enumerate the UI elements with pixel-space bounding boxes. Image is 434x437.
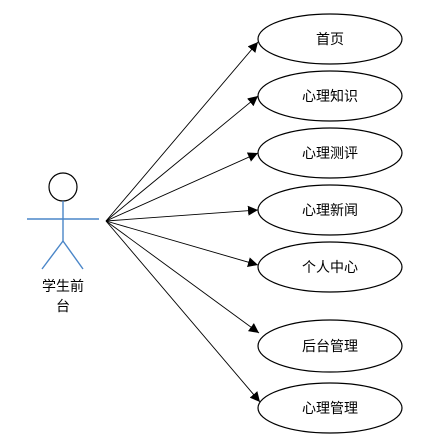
- association-line: [105, 220, 260, 334]
- actor-left-leg: [41, 240, 64, 270]
- use-case: 心理知识: [257, 70, 403, 122]
- actor-right-leg: [62, 240, 84, 270]
- use-case-label: 首页: [316, 32, 344, 48]
- association-line: [105, 205, 259, 222]
- association-line: [105, 95, 259, 222]
- association-lines: [105, 41, 261, 403]
- use-case-label: 心理测评: [302, 146, 358, 162]
- use-case-ellipse: [257, 241, 403, 293]
- use-case: 心理新闻: [257, 184, 403, 236]
- use-case-label: 心理管理: [302, 401, 358, 417]
- actor-head: [48, 172, 78, 202]
- association-line: [105, 41, 259, 222]
- use-case: 心理测评: [257, 127, 403, 179]
- use-case-ellipse: [257, 13, 403, 65]
- use-case-label: 后台管理: [302, 339, 358, 355]
- actor-student-frontend: 学生前 台: [27, 172, 99, 315]
- use-case-label: 个人中心: [302, 260, 358, 276]
- use-case-ellipse: [257, 70, 403, 122]
- use-case-ellipse: [257, 127, 403, 179]
- association-line: [105, 220, 261, 403]
- use-case: 后台管理: [257, 319, 403, 373]
- association-line: [105, 220, 259, 268]
- actor-name-line1: 学生前: [42, 278, 84, 295]
- use-case-ellipse: [257, 184, 403, 236]
- use-case-ellipse: [257, 382, 403, 434]
- use-case-label: 心理知识: [302, 88, 358, 105]
- use-case: 个人中心: [257, 241, 403, 293]
- association-line: [105, 152, 259, 222]
- use-case: 心理管理: [257, 382, 403, 434]
- use-case-label: 心理新闻: [302, 203, 358, 219]
- use-case-ellipse: [257, 319, 403, 373]
- actor-name-line2: 台: [56, 299, 70, 315]
- use-case: 首页: [257, 13, 403, 65]
